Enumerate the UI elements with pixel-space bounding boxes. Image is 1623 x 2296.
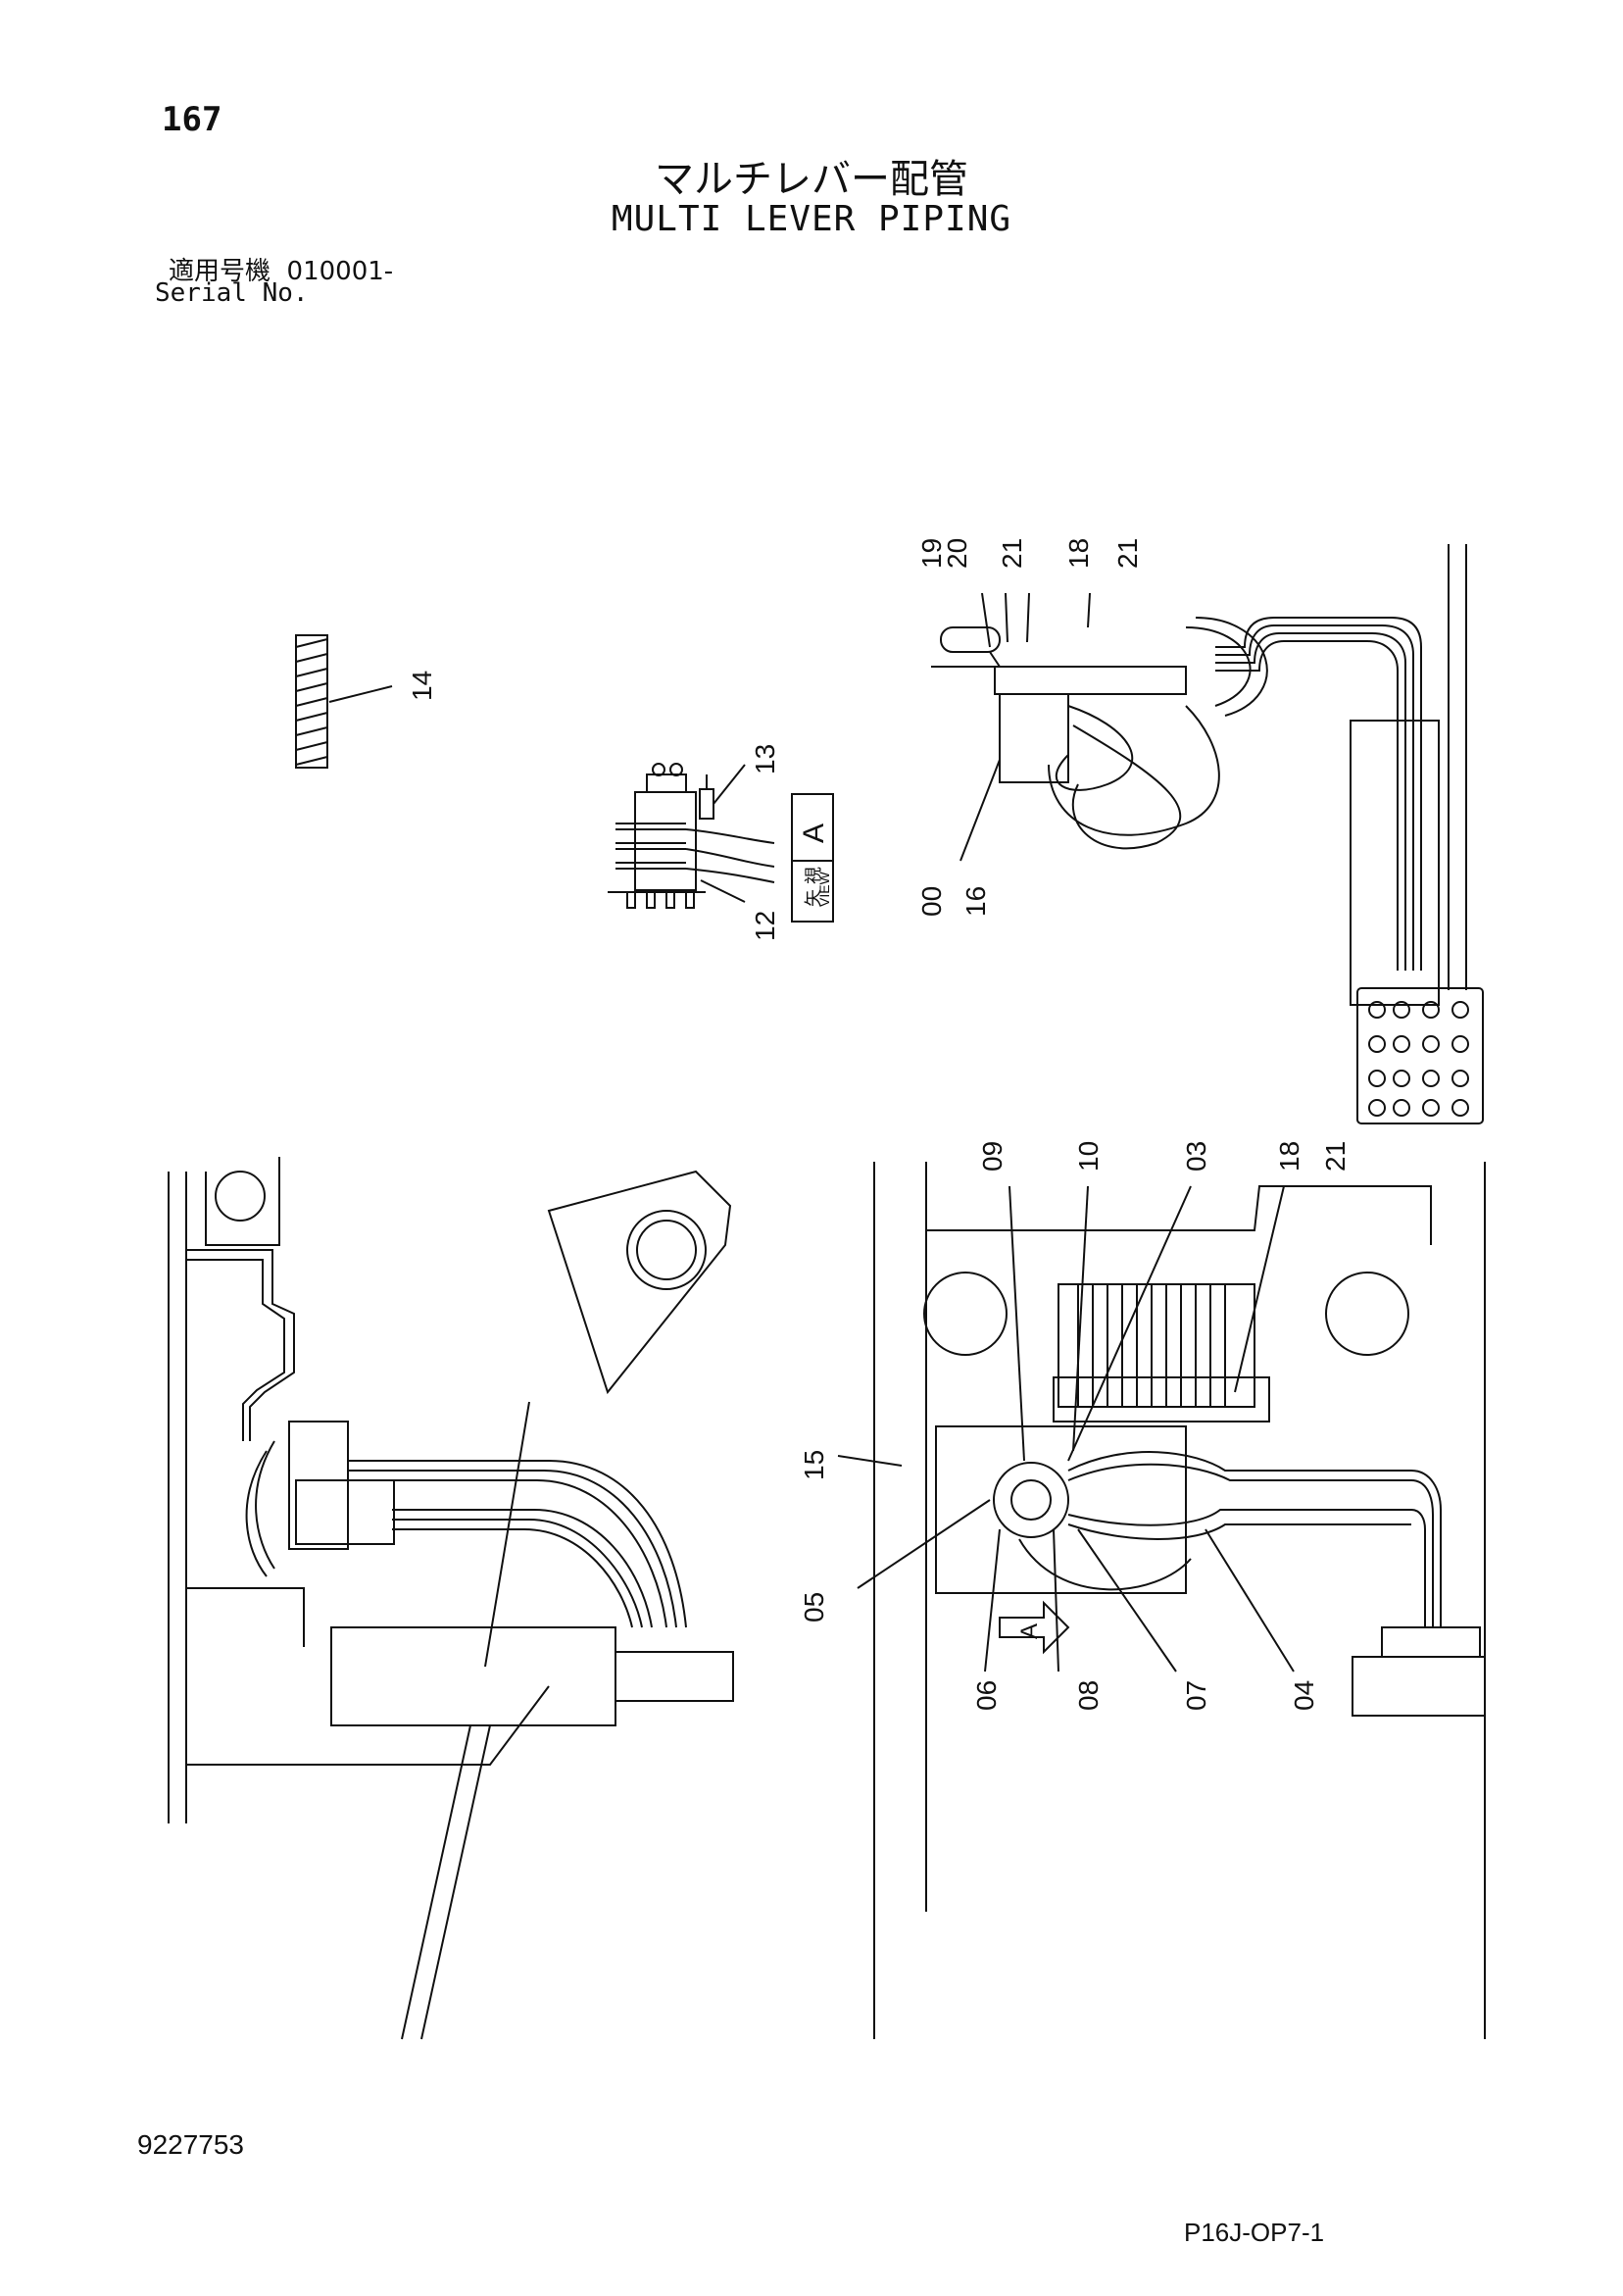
callout-19-top: 19 [916,538,947,569]
callout-12: 12 [750,911,780,941]
callout-20-top: 20 [942,538,972,569]
callout-06: 06 [971,1680,1002,1711]
view-letter: A [798,824,830,843]
sheet-code: P16J-OP7-1 [1184,2218,1325,2247]
callout-18-top: 18 [1063,538,1094,569]
callout-08: 08 [1073,1680,1104,1711]
callout-21-top-b: 21 [1112,538,1143,569]
callout-16: 16 [960,886,991,917]
callout-07: 07 [1181,1680,1211,1711]
view-kanji-label: 矢 視 [804,867,823,907]
callout-21-top-a: 21 [997,538,1027,569]
plan-view [837,1162,1486,2039]
callout-04: 04 [1289,1680,1319,1711]
arrow-view-a-letter: A [1016,1623,1043,1639]
upper-right-assembly [931,544,1484,1124]
callout-21-low: 21 [1320,1141,1351,1172]
callout-09: 09 [977,1141,1008,1172]
serial-value: 010001- [286,257,394,286]
callout-18-low: 18 [1274,1141,1304,1172]
page-number: 167 [162,100,222,139]
document-number: 9227753 [137,2129,245,2160]
side-elevation-view [168,1157,734,2040]
part-14-sleeve [295,634,393,769]
view-a-assembly [608,763,775,909]
callout-13: 13 [750,744,780,774]
callout-14: 14 [407,671,437,701]
view-english-label: VIEW [816,871,832,907]
callout-03: 03 [1181,1141,1211,1172]
page-title-english: MULTI LEVER PIPING [611,199,1012,239]
serial-label-japanese: 適用号機 [169,257,271,286]
callout-10: 10 [1073,1141,1104,1172]
callout-05: 05 [799,1592,829,1622]
page-title-japanese: マルチレバー配管 [655,157,968,202]
callout-00: 00 [916,886,947,917]
serial-label-english: Serial No. [155,278,309,308]
callout-15: 15 [799,1450,829,1480]
serial-line: 適用号機 010001- [169,251,393,287]
view-a-label-box [791,793,834,923]
